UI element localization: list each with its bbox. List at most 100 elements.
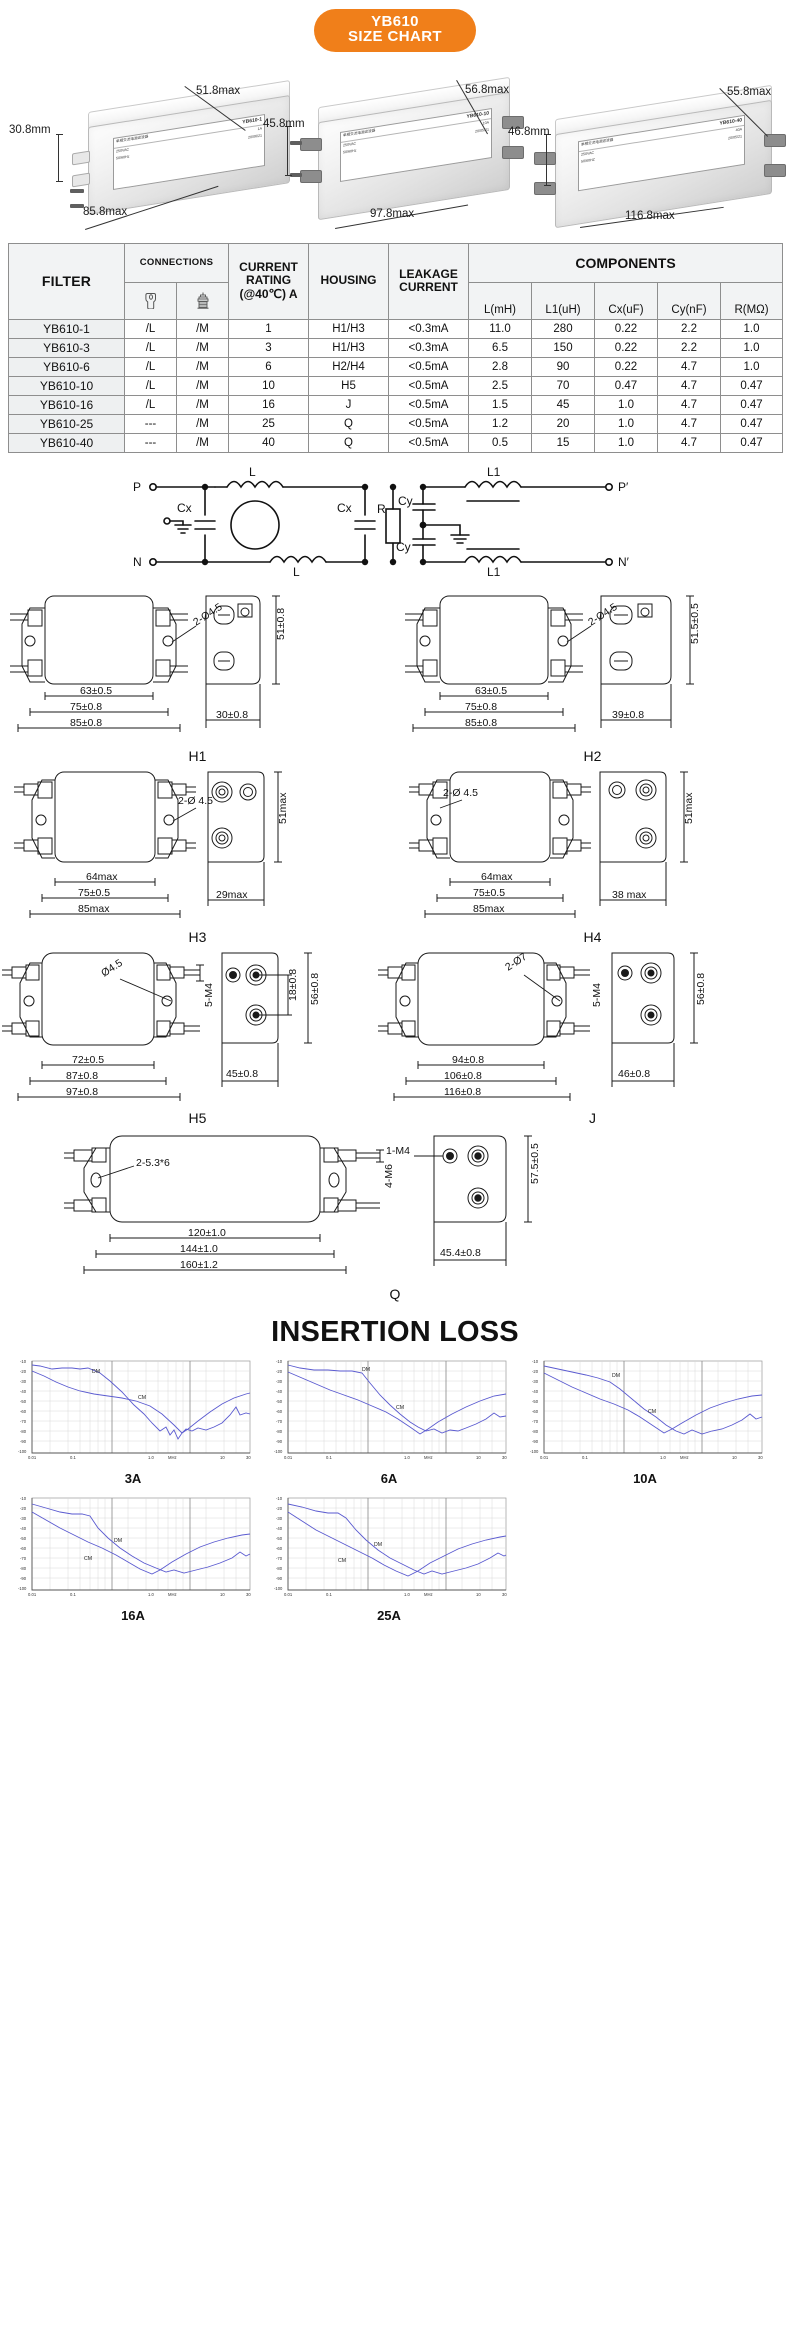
th-comp-spacer2 (531, 281, 595, 301)
yb610-1-photo: 单相交流电源滤波器 YB610-1 250VAC 1A 50/60Hz 20/0… (70, 79, 320, 224)
th-connections: CONNECTIONS (124, 242, 229, 283)
dim-line-height-2 (285, 125, 292, 176)
cell-r: 1.0 (719, 337, 784, 358)
svg-text:-40: -40 (276, 1389, 283, 1394)
cell-current: 16 (228, 394, 309, 415)
chart-3a-cm-label: CM (138, 1395, 146, 1401)
h5-side-width: 45±0.8 (226, 1068, 258, 1080)
dim-depth-1: 51.8max (196, 84, 241, 97)
drawing-row-h1-h2: 63±0.5 75±0.8 85±0.8 2-Ø4.5 30±0.8 51±0.… (0, 578, 790, 764)
svg-text:-30: -30 (276, 1379, 283, 1384)
nameplate-freq: 50/60HZ (581, 156, 595, 163)
th-current-rating: CURRENT RATING (@40℃) A (228, 242, 309, 320)
h1-dim-2: 75±0.8 (70, 701, 102, 713)
cell-cx: 1.0 (594, 432, 658, 453)
th-comp-l1: L1(uH) (531, 300, 595, 320)
svg-text:-40: -40 (276, 1526, 283, 1531)
cell-l: 1.2 (468, 413, 532, 434)
svg-text:0.01: 0.01 (28, 1455, 37, 1460)
th-leakage-l1: LEAKAGE (399, 266, 458, 281)
cell-leakage: <0.5mA (388, 356, 469, 377)
svg-text:10: 10 (732, 1455, 737, 1460)
cell-housing: J (308, 394, 389, 415)
h3-dim-1: 64max (86, 871, 118, 883)
cell-leakage: <0.3mA (388, 318, 469, 339)
cell-current: 40 (228, 432, 309, 453)
schematic-label-p: P (133, 480, 141, 494)
svg-text:-100: -100 (18, 1586, 27, 1591)
j-dim-1: 94±0.8 (452, 1054, 484, 1066)
cell-r: 0.47 (719, 413, 784, 434)
schematic-label-cx1: Cx (177, 501, 192, 515)
h5-thread-note: 5-M4 (203, 983, 215, 1007)
svg-text:-90: -90 (532, 1439, 539, 1444)
cell-r: 1.0 (719, 356, 784, 377)
svg-text:-70: -70 (276, 1419, 283, 1424)
dim-depth-3: 55.8max (727, 85, 772, 98)
dim-length-2: 97.8max (370, 207, 415, 220)
j-dim-3: 116±0.8 (444, 1086, 481, 1098)
chart-16a-caption: 16A (121, 1607, 145, 1623)
svg-text:-60: -60 (20, 1546, 27, 1551)
cell-r: 0.47 (719, 394, 784, 415)
spec-table: FILTER CONNECTIONS CURRENT RATING (@40℃)… (8, 242, 784, 453)
chart-25a-dm-label: DM (374, 1542, 382, 1548)
dim-height-3: 46.8mm (508, 125, 550, 138)
cell-cx: 0.47 (594, 375, 658, 396)
cell-housing: Q (308, 413, 389, 434)
cell-l1: 15 (531, 432, 595, 453)
cell-conn1: --- (124, 432, 177, 453)
chart-3a-caption: 3A (124, 1470, 142, 1486)
h5-side-height: 56±0.8 (309, 972, 321, 1004)
svg-text:0.01: 0.01 (540, 1455, 549, 1460)
nameplate-current: 40A (735, 126, 742, 132)
nameplate-model: YB610-1 (242, 116, 262, 126)
h4-side-width: 38 max (612, 889, 647, 901)
cell-leakage: <0.3mA (388, 337, 469, 358)
svg-text:10: 10 (476, 1592, 481, 1597)
svg-text:-90: -90 (276, 1576, 283, 1581)
cell-cx: 1.0 (594, 413, 658, 434)
schematic-label-l1-top: L1 (487, 465, 501, 479)
svg-text:0.01: 0.01 (284, 1592, 293, 1597)
dim-depth-2: 56.8max (465, 83, 510, 96)
cell-leakage: <0.5mA (388, 375, 469, 396)
drawing-label-h4: H4 (583, 928, 602, 945)
h5-dim-2: 87±0.8 (66, 1070, 98, 1082)
spec-table-wrap: FILTER CONNECTIONS CURRENT RATING (@40℃)… (8, 242, 784, 453)
h3-dim-3: 85max (78, 903, 110, 915)
svg-text:1.0: 1.0 (404, 1455, 410, 1460)
cell-conn2: /M (176, 318, 229, 339)
cell-cy: 4.7 (657, 413, 721, 434)
cell-conn1: /L (124, 318, 177, 339)
h3-dim-2: 75±0.5 (78, 887, 110, 899)
table-row: YB610-1 /L /M 1 H1/H3 <0.3mA 11.0 280 0.… (8, 318, 784, 339)
drawing-row-h5-j: 72±0.5 87±0.8 97±0.8 Ø4.5 5-M4 18±0.8 56… (0, 945, 790, 1126)
h1-side-height: 51±0.8 (275, 607, 287, 639)
schematic-label-cy1: Cy (398, 494, 413, 508)
th-conn-icon-2 (176, 281, 229, 320)
svg-text:0.1: 0.1 (70, 1455, 76, 1460)
cell-current: 6 (228, 356, 309, 377)
cell-l1: 280 (531, 318, 595, 339)
cell-l1: 90 (531, 356, 595, 377)
svg-text:-70: -70 (276, 1556, 283, 1561)
svg-text:-20: -20 (276, 1369, 283, 1374)
nameplate-code: 20/06/21 (248, 132, 262, 139)
drawing-q: 120±1.0 144±1.0 160±1.2 2-5.3*6 4-M6 1-M… (64, 1135, 541, 1274)
cell-cy: 4.7 (657, 375, 721, 396)
schematic-label-n-out: N′ (618, 555, 630, 569)
j-dim-2: 106±0.8 (444, 1070, 482, 1082)
svg-text:-30: -30 (20, 1516, 27, 1521)
page-title-line1: YB610 (371, 13, 419, 30)
svg-text:-70: -70 (532, 1419, 539, 1424)
cell-current: 3 (228, 337, 309, 358)
svg-text:-50: -50 (20, 1536, 27, 1541)
chart-6a-caption: 6A (380, 1470, 398, 1486)
q-dim-2: 144±1.0 (180, 1243, 218, 1255)
